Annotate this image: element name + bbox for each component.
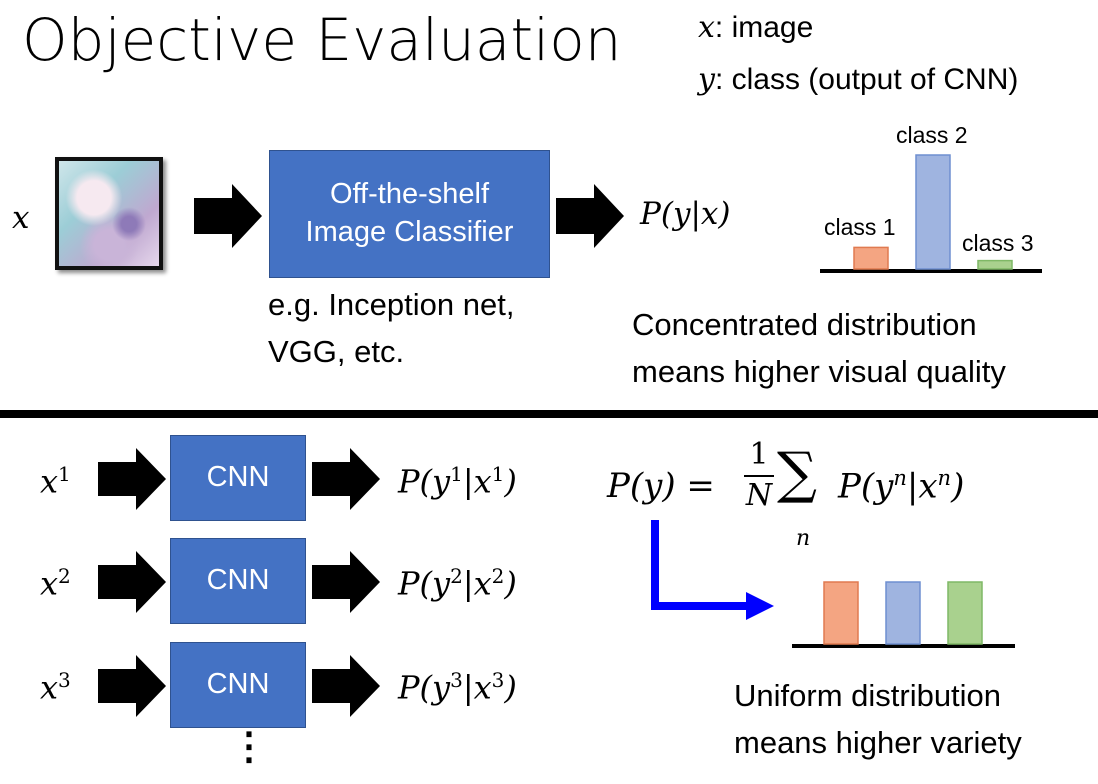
- top-chart-bar-2: [915, 154, 951, 270]
- arrow-image-to-classifier: [194, 184, 262, 248]
- row-1-input: x1: [40, 462, 71, 501]
- image-classifier-box: Off-the-shelf Image Classifier: [269, 150, 550, 278]
- bottom-chart-bar-3: [947, 581, 983, 645]
- row-3-output: P(y3|x3): [398, 668, 517, 707]
- input-x-label: x: [12, 200, 30, 236]
- legend-x: x: image: [698, 10, 814, 45]
- cnn-box-3: CNN: [170, 642, 306, 728]
- class-3-label: class 3: [962, 230, 1034, 256]
- input-image-thumbnail: [55, 157, 163, 270]
- bottom-chart-bars: [823, 581, 983, 645]
- classifier-examples: e.g. Inception net, VGG, etc.: [268, 287, 515, 369]
- formula-sum-subscript: n: [796, 526, 811, 551]
- output-pyx-label: P(y|x): [640, 196, 731, 232]
- arrow-row-2-out: [312, 551, 380, 613]
- arrow-row-1-out: [312, 448, 380, 510]
- row-2-input: x2: [40, 564, 71, 603]
- top-chart-bars: [853, 154, 1013, 270]
- uniform-caption: Uniform distribution means higher variet…: [734, 678, 1022, 760]
- concentrated-caption: Concentrated distribution means higher v…: [632, 307, 1006, 389]
- section-divider: [0, 410, 1098, 418]
- bottom-chart-bar-1: [823, 581, 859, 645]
- arrow-row-3-out: [312, 655, 380, 717]
- top-chart-bar-1: [853, 246, 889, 270]
- blue-arrow-head: [746, 592, 774, 620]
- formula-sum-sign: ∑: [777, 441, 817, 506]
- page-title: Objective Evaluation: [22, 6, 622, 74]
- vertical-ellipsis: ⋮: [230, 726, 268, 768]
- row-1-output: P(y1|x1): [398, 462, 517, 501]
- bottom-chart-bar-2: [885, 581, 921, 645]
- arrow-row-1-in: [98, 448, 166, 510]
- cnn-box-2: CNN: [170, 538, 306, 624]
- row-3-input: x3: [40, 668, 71, 707]
- arrow-row-3-in: [98, 655, 166, 717]
- fraction-bar: [744, 474, 774, 477]
- class-2-label: class 2: [896, 122, 968, 148]
- formula-rhs: P(yn|xn): [838, 466, 965, 507]
- cnn-box-1: CNN: [170, 435, 306, 521]
- top-chart-bar-3: [977, 259, 1013, 270]
- arrow-classifier-to-output: [556, 184, 624, 248]
- formula-fraction: 1 N: [744, 437, 774, 513]
- row-2-output: P(y2|x2): [398, 564, 517, 603]
- legend-y: y: class (output of CNN): [698, 62, 1019, 97]
- blue-l-arrow: [651, 520, 750, 610]
- formula-lhs: P(y) =: [607, 466, 715, 506]
- class-1-label: class 1: [824, 214, 896, 240]
- arrow-row-2-in: [98, 551, 166, 613]
